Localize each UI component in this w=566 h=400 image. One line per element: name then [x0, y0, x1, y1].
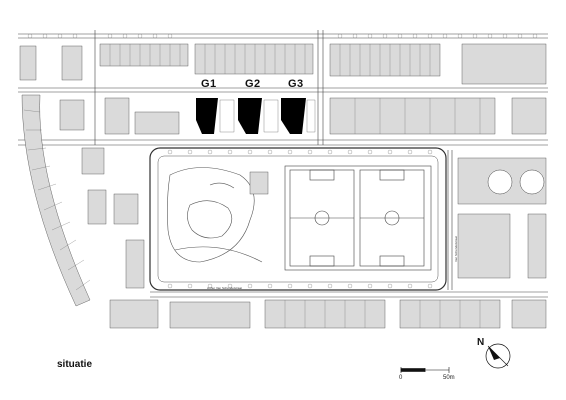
building-label-g1: G1: [201, 78, 217, 90]
scale-bar: [400, 367, 450, 373]
scale-bar-end-label: 50m: [443, 375, 455, 381]
highlighted-buildings: [196, 98, 306, 134]
street-label-south: Arthur Van Schendelstraat: [207, 286, 242, 290]
north-arrow-graphic: [485, 343, 511, 369]
scale-bar-start-label: 0: [399, 375, 403, 381]
street-label-east: Van Schendelstraat: [454, 236, 458, 262]
map-caption: situatie: [57, 359, 93, 370]
north-arrow-letter: N: [477, 337, 485, 348]
building-label-g2: G2: [245, 78, 261, 90]
building-label-g3: G3: [288, 78, 304, 90]
